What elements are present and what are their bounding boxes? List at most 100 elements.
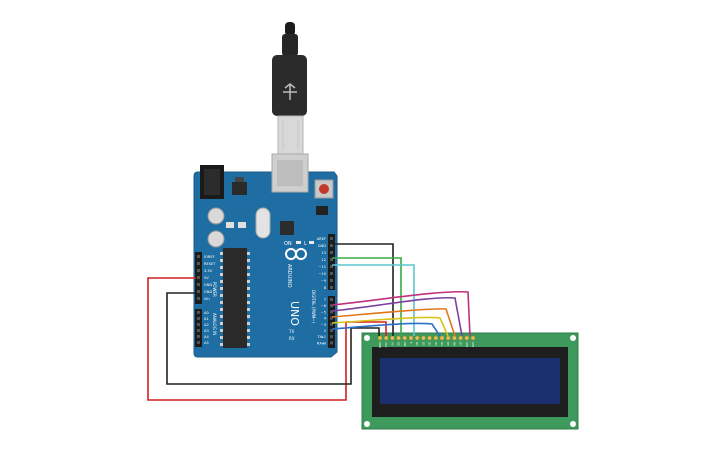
digital-pin-socket[interactable]: [330, 341, 333, 345]
digital-pin-label: ~3: [321, 323, 326, 327]
chip-leg: [220, 336, 223, 339]
lcd-pin-pad[interactable]: [377, 335, 383, 341]
digital-header-top[interactable]: [328, 234, 335, 290]
digital-pin-socket[interactable]: [330, 244, 333, 247]
lcd-pin-pad[interactable]: [396, 335, 401, 341]
chip-leg: [247, 322, 250, 325]
lcd-pin-pad[interactable]: [464, 335, 470, 341]
green-wire-pin12[interactable]: [332, 257, 402, 336]
analog-pin-socket[interactable]: [197, 329, 200, 332]
lcd-pin-pad[interactable]: [439, 335, 445, 341]
lcd-pin-pad[interactable]: [414, 335, 420, 341]
digital-header-bottom[interactable]: [328, 296, 335, 348]
chip-leg: [220, 343, 223, 346]
dc-jack-inner: [204, 169, 220, 195]
analog-header[interactable]: [195, 309, 202, 347]
lcd-pin-pad[interactable]: [458, 335, 463, 341]
red-wire-5v[interactable]: [147, 277, 387, 401]
chip-leg: [247, 308, 250, 311]
digital-pin-socket[interactable]: [330, 279, 333, 282]
reset-button-cap[interactable]: [319, 184, 329, 194]
power-pin-socket[interactable]: [197, 262, 200, 265]
lcd-screen: [380, 358, 560, 404]
digital-pin-label: ~10: [318, 272, 326, 276]
analog-pin-socket[interactable]: [197, 323, 200, 326]
on-led: [296, 241, 301, 244]
arduino-uno-board[interactable]: ON L ARDUINO UNO TX RX IOREFRESET3.3V5VG…: [193, 153, 338, 358]
chip-leg: [247, 336, 250, 339]
lcd-pin-pad[interactable]: [390, 335, 395, 341]
digital-pin-socket[interactable]: [330, 335, 333, 339]
power-pin-socket[interactable]: [197, 269, 200, 272]
chip-leg: [220, 273, 223, 276]
power-pin-socket[interactable]: [197, 283, 200, 286]
digital-pin-socket[interactable]: [330, 316, 333, 320]
lcd-pin-pad[interactable]: [427, 335, 432, 341]
digital-pin-socket[interactable]: [330, 310, 333, 314]
chip-leg: [220, 315, 223, 318]
digital-pin-label: 7: [324, 298, 326, 302]
lcd-pin-pad[interactable]: [433, 335, 439, 341]
digital-pin-socket[interactable]: [330, 286, 333, 289]
analog-pin-socket[interactable]: [197, 311, 200, 314]
lcd-pin-pad[interactable]: [421, 335, 426, 341]
cable-neck: [282, 34, 298, 56]
power-pin-socket[interactable]: [197, 290, 200, 293]
power-pin-socket[interactable]: [197, 276, 200, 279]
analog-pin-socket[interactable]: [197, 341, 200, 344]
power-pin-label: RESET: [204, 262, 216, 266]
wires[interactable]: [147, 243, 471, 401]
lcd-pin-label: D3: [434, 342, 438, 346]
digital-pin-socket[interactable]: [330, 272, 333, 275]
analog-header-label: ANALOG IN: [212, 313, 217, 335]
lcd-pin-label: D1: [421, 342, 425, 346]
lcd-pin-pad[interactable]: [470, 335, 476, 341]
digital-pin-socket[interactable]: [330, 258, 333, 261]
purple-wire-pin6[interactable]: [331, 296, 463, 337]
chip-leg: [220, 308, 223, 311]
yellow-wire-pin4[interactable]: [331, 316, 449, 337]
power-pin-socket[interactable]: [197, 297, 200, 300]
usb-cable[interactable]: [272, 22, 307, 155]
digital-pin-socket[interactable]: [330, 251, 333, 254]
rx-label: RX: [289, 336, 295, 341]
black-wire-gnd-top[interactable]: [332, 243, 394, 336]
lcd-pin-pad[interactable]: [445, 335, 451, 341]
lcd-pin-label: E: [409, 342, 413, 344]
digital-pin-socket[interactable]: [330, 329, 333, 332]
mount-hole: [570, 335, 576, 341]
lcd-pin-label: D6: [452, 342, 456, 346]
digital-pin-socket[interactable]: [330, 237, 333, 240]
chip-leg: [247, 315, 250, 318]
lcd-pin-pad[interactable]: [408, 335, 414, 341]
smd-part: [226, 222, 234, 228]
orange-wire-pin5[interactable]: [331, 308, 456, 337]
lcd-pin-pad[interactable]: [402, 335, 408, 341]
blue-wire-pin3[interactable]: [331, 322, 441, 337]
digital-pin-socket[interactable]: [330, 265, 333, 268]
power-pin-label: GND: [204, 290, 212, 294]
power-pin-label: 3.3V: [204, 269, 213, 273]
power-header-label: POWER: [212, 282, 217, 297]
cyan-wire-pin11[interactable]: [332, 264, 415, 336]
analog-pin-socket[interactable]: [197, 335, 200, 338]
analog-pin-socket[interactable]: [197, 317, 200, 320]
chip-leg: [247, 259, 250, 262]
power-pin-socket[interactable]: [197, 255, 200, 258]
lcd-pin-pad[interactable]: [452, 335, 457, 341]
magenta-wire-pin7[interactable]: [331, 290, 471, 337]
lcd-pin-label: V0: [390, 342, 394, 346]
chip-pins: [220, 252, 250, 346]
digital-pin-label: ~11: [318, 265, 326, 269]
black-wire-gnd[interactable]: [166, 292, 380, 385]
digital-pin-label: 12: [321, 258, 326, 262]
digital-pin-socket[interactable]: [330, 298, 333, 301]
digital-pin-socket[interactable]: [330, 322, 333, 326]
lcd-pin-pad[interactable]: [383, 335, 389, 341]
chip-leg: [247, 294, 250, 297]
digital-pin-socket[interactable]: [330, 304, 333, 308]
chip-leg: [247, 287, 250, 290]
